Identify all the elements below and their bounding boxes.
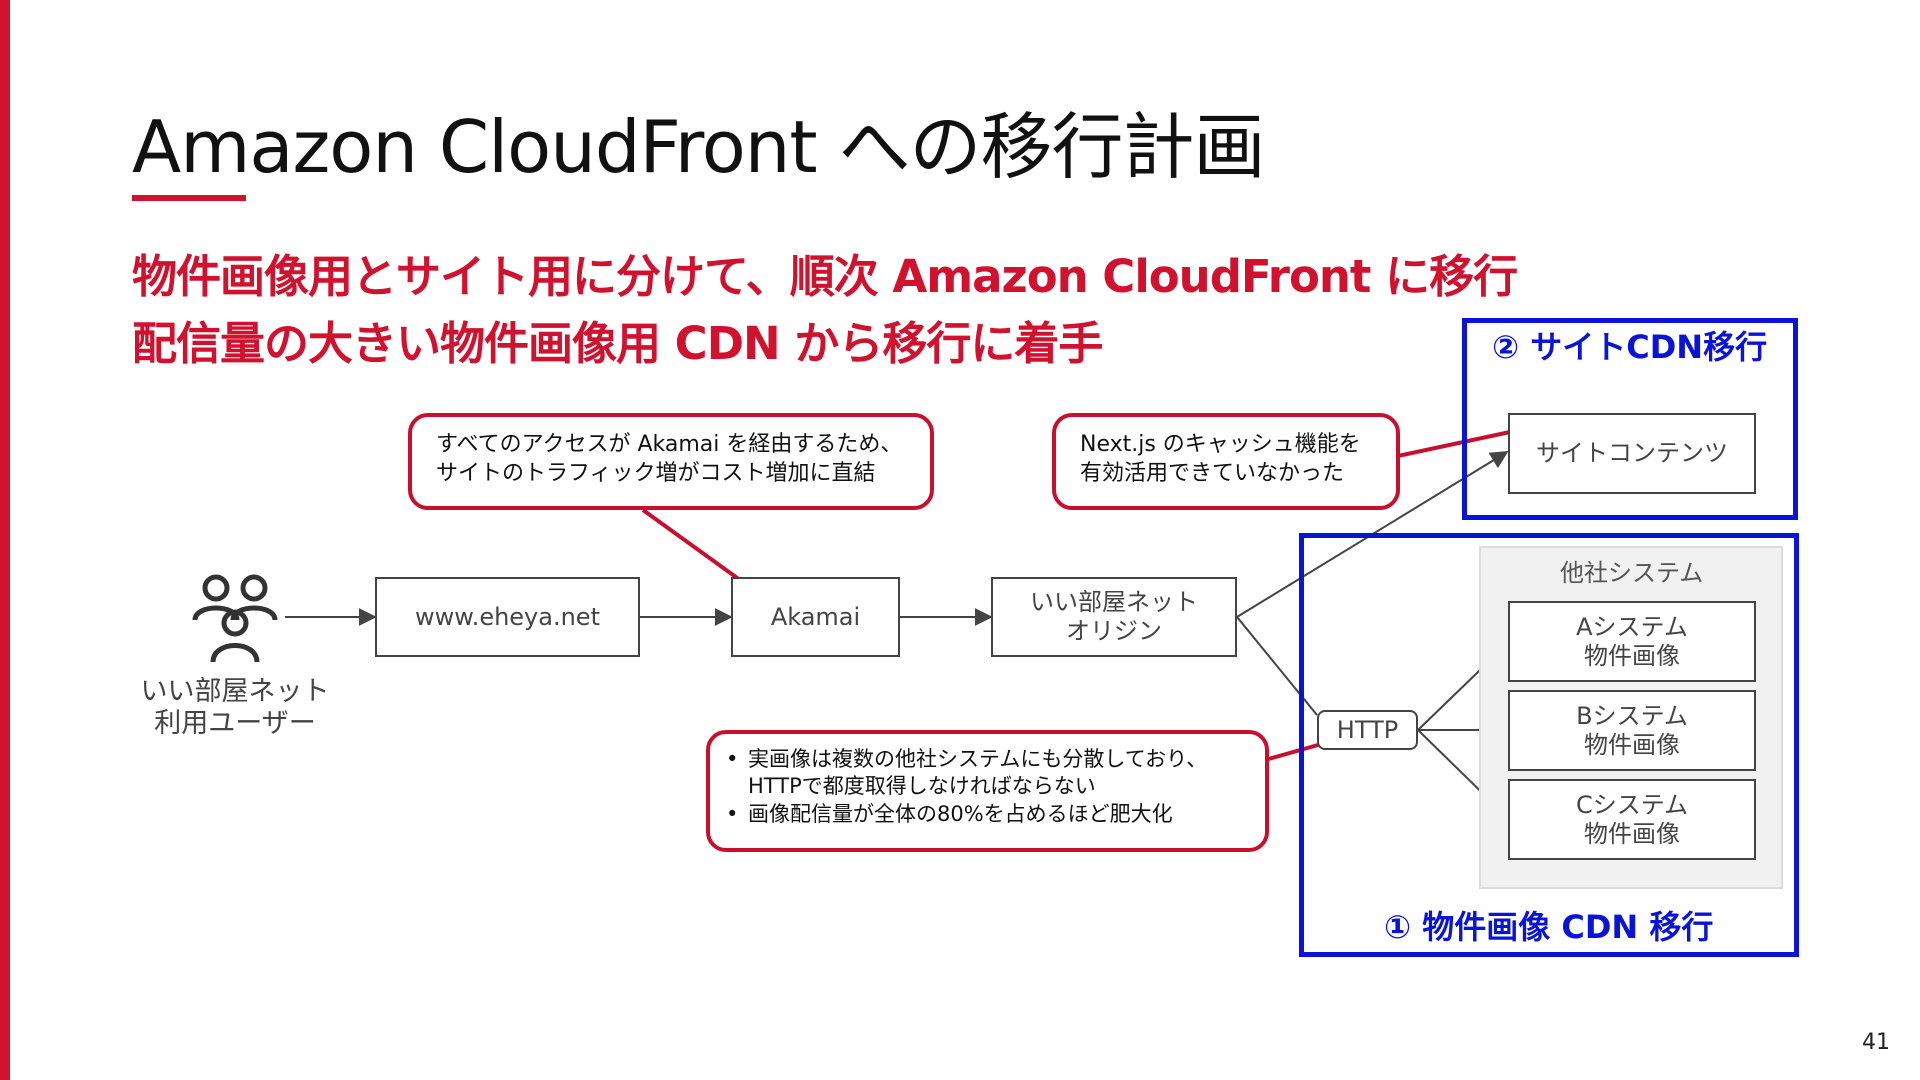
- callout-image-distribution: • 実画像は複数の他社システムにも分散しており、 HTTPで都度取得しなければな…: [706, 730, 1269, 852]
- callout-pointer-nextjs: [1392, 430, 1511, 459]
- node-system-b-line-2: 物件画像: [1584, 730, 1680, 759]
- bullet-glyph: •: [726, 801, 739, 826]
- node-www-eheya: www.eheya.net: [375, 577, 640, 657]
- page-number: 41: [1862, 1030, 1890, 1055]
- callout-bullet-1: • 実画像は複数の他社システムにも分散しており、 HTTPで都度取得しなければな…: [726, 746, 1249, 801]
- callout-bullet-1-line-2: HTTPで都度取得しなければならない: [748, 774, 1096, 799]
- callout-nextjs-cache: Next.js のキャッシュ機能を 有効活用できていなかった: [1052, 413, 1400, 510]
- callout-nextjs-line-1: Next.js のキャッシュ機能を: [1080, 432, 1361, 457]
- node-system-c-line-2: 物件画像: [1583, 819, 1680, 848]
- users-icon: [192, 574, 278, 663]
- node-www-eheya-label: www.eheya.net: [415, 602, 600, 631]
- node-system-a: Aシステム 物件画像: [1508, 601, 1756, 682]
- node-origin: いい部屋ネット オリジン: [991, 577, 1237, 657]
- node-http: HTTP: [1317, 710, 1418, 750]
- callout-pointer-akamai: [641, 508, 742, 582]
- node-system-b-line-1: Bシステム: [1576, 701, 1688, 730]
- node-http-label: HTTP: [1336, 715, 1399, 744]
- site-cdn-highlight-box: [1462, 318, 1798, 520]
- callout-akamai-cost: すべてのアクセスが Akamai を経由するため、 サイトのトラフィック増がコス…: [408, 413, 934, 510]
- callout-bullet-2-text: 画像配信量が全体の80%を占めるほど肥大化: [748, 801, 1173, 826]
- slide-title: Amazon CloudFront への移行計画: [132, 105, 1266, 189]
- node-site-content-label: サイトコンテンツ: [1536, 439, 1728, 468]
- title-underline: [132, 195, 246, 201]
- node-akamai: Akamai: [731, 577, 900, 657]
- node-system-a-line-2: 物件画像: [1583, 641, 1680, 670]
- node-akamai-label: Akamai: [770, 602, 861, 631]
- other-systems-label: 他社システム: [1560, 559, 1704, 587]
- node-origin-line-2: オリジン: [1066, 617, 1162, 645]
- image-cdn-highlight-box: [1299, 533, 1799, 957]
- users-label: いい部屋ネット 利用ユーザー: [125, 676, 345, 741]
- subtitle-line-1: 物件画像用とサイト用に分けて、順次 Amazon CloudFront に移行: [132, 250, 1518, 303]
- node-system-a-line-1: Aシステム: [1576, 612, 1688, 641]
- callout-nextjs-line-2: 有効活用できていなかった: [1080, 460, 1345, 486]
- node-site-content: サイトコンテンツ: [1508, 413, 1756, 494]
- node-system-c: Cシステム 物件画像: [1508, 779, 1756, 860]
- bullet-glyph: •: [726, 747, 739, 771]
- users-label-line-1: いい部屋ネット: [140, 676, 330, 707]
- users-label-line-2: 利用ユーザー: [154, 708, 316, 740]
- callout-bullet-1-line-1: 実画像は複数の他社システムにも分散しており、: [748, 747, 1208, 771]
- callout-akamai-line-1: すべてのアクセスが Akamai を経由するため、: [436, 432, 903, 457]
- site-cdn-label: ② サイトCDN移行: [1492, 328, 1768, 366]
- callout-bullet-2: • 画像配信量が全体の80%を占めるほど肥大化: [726, 801, 1249, 828]
- node-origin-line-1: いい部屋ネット: [1030, 588, 1198, 617]
- image-cdn-label: ① 物件画像 CDN 移行: [1384, 908, 1714, 946]
- node-system-c-line-1: Cシステム: [1575, 790, 1689, 819]
- accent-side-bar: [0, 0, 10, 1080]
- subtitle-line-2: 配信量の大きい物件画像用 CDN から移行に着手: [132, 317, 1103, 370]
- callout-pointer-images: [1264, 743, 1319, 762]
- callout-akamai-line-2: サイトのトラフィック増がコスト増加に直結: [436, 460, 876, 486]
- node-system-b: Bシステム 物件画像: [1508, 690, 1756, 771]
